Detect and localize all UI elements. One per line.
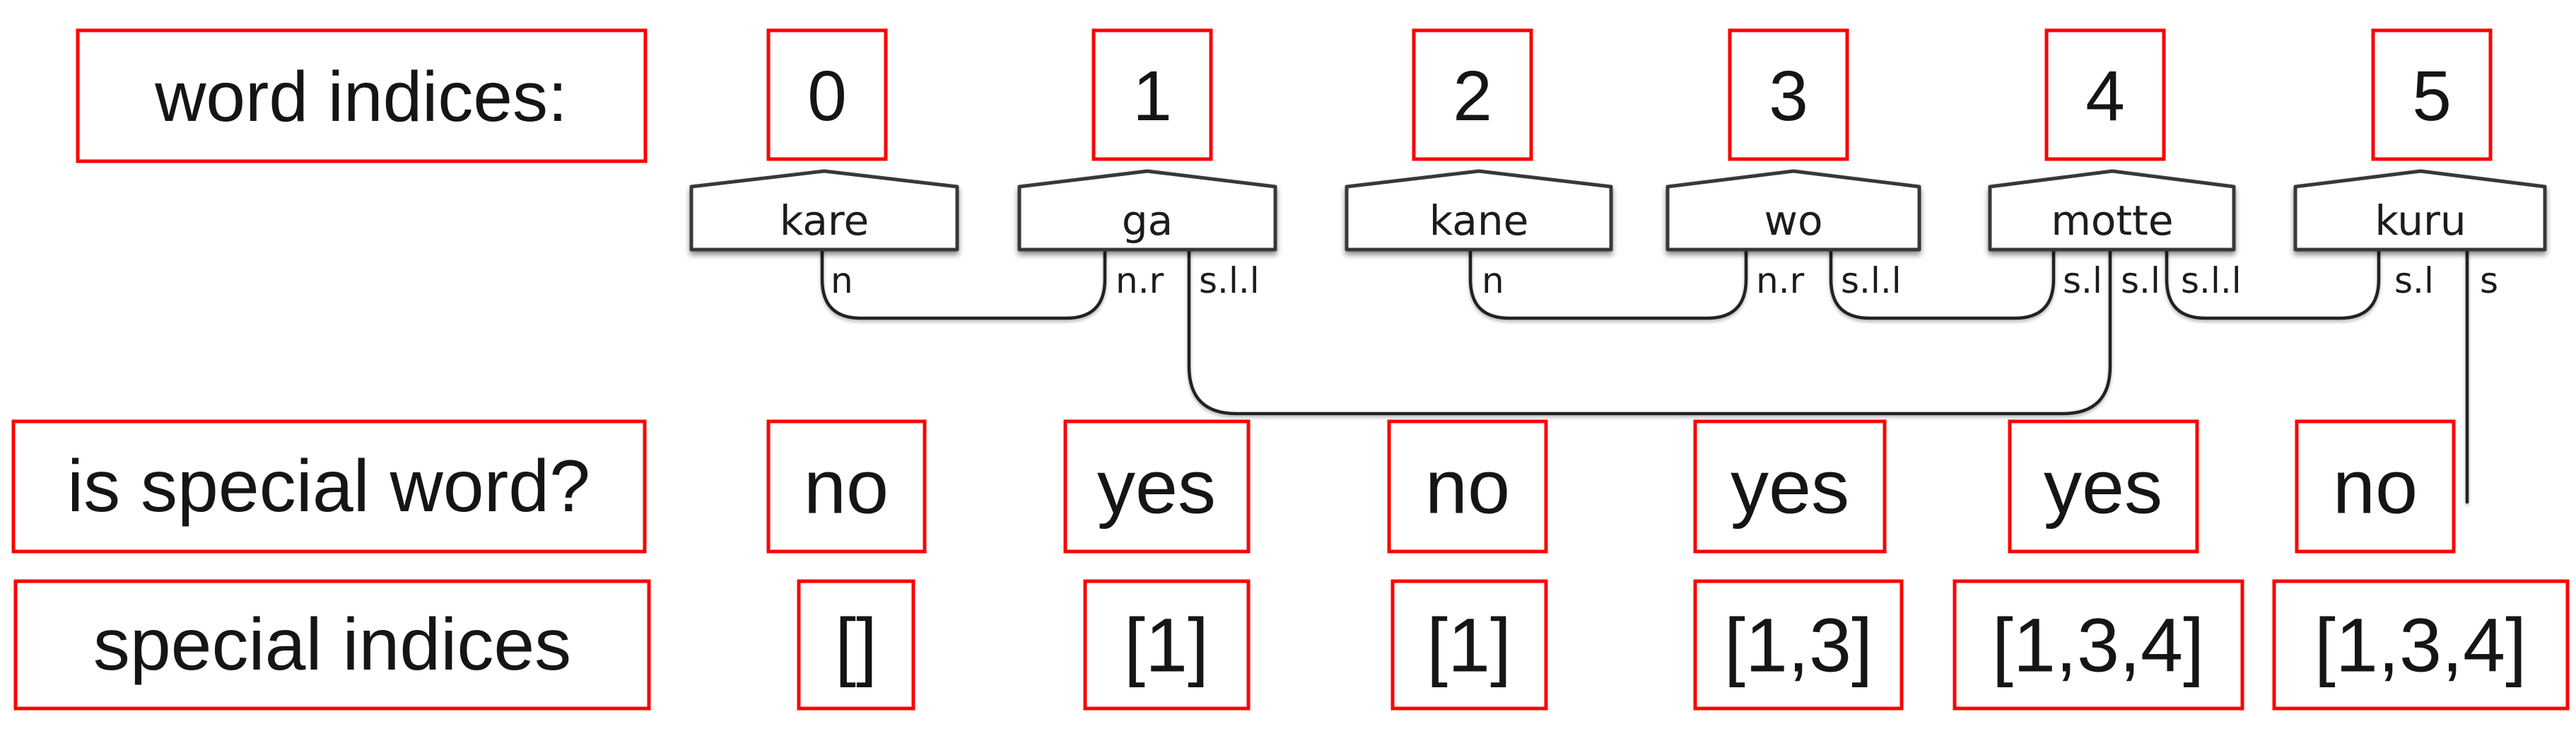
special-indices-box-5 [2272, 579, 2570, 711]
special-indices-value-4: [1,3,4] [1992, 602, 2204, 688]
word-ga: ga [1122, 197, 1173, 245]
slot-label-motte-sl-left: s.l [2063, 260, 2102, 301]
slot-label-motte-sl-mid: s.l [2121, 260, 2160, 301]
index-box-1 [1091, 28, 1213, 161]
slot-label-kare-n: n [831, 260, 853, 301]
slot-label-kuru-s: s [2480, 260, 2498, 301]
word-box-wo [1665, 169, 1921, 252]
special-word-label-box [11, 419, 647, 554]
slot-labels: n n.r s.l.l n n.r s.l.l s.l s.l s.l.l s.… [831, 260, 2498, 301]
word-box-kuru [2293, 169, 2547, 252]
arc-kane-wo [1468, 245, 1748, 320]
special-word-value-2: no [1425, 444, 1510, 530]
word-box-kane [1345, 169, 1613, 252]
special-word-box-5 [2295, 419, 2456, 554]
slot-label-motte-sll: s.l.l [2181, 260, 2242, 301]
word-box-motte [1988, 169, 2236, 252]
word-kuru: kuru [2375, 197, 2466, 245]
word-texts: kare ga kane wo motte kuru [780, 197, 2466, 245]
special-indices-box-0 [797, 579, 915, 711]
slot-label-ga-nr: n.r [1116, 260, 1164, 301]
special-indices-value-3: [1,3] [1724, 602, 1873, 688]
special-word-label: is special word? [67, 445, 590, 527]
special-word-row: is special word? no yes no yes yes no [11, 419, 2456, 554]
index-box-3 [1728, 28, 1849, 161]
slot-label-kane-n: n [1482, 260, 1504, 301]
word-box-ga [1017, 169, 1277, 252]
word-kane: kane [1429, 197, 1529, 245]
slot-label-wo-sll: s.l.l [1841, 260, 1902, 301]
index-value-0: 0 [807, 57, 847, 136]
index-box-2 [1412, 28, 1533, 161]
special-indices-box-2 [1391, 579, 1548, 711]
index-box-5 [2371, 28, 2493, 161]
special-word-value-3: yes [1731, 444, 1849, 530]
special-word-box-1 [1063, 419, 1251, 554]
special-word-value-4: yes [2044, 444, 2162, 530]
special-indices-label-box [13, 579, 651, 711]
arc-motte-kuru [2165, 245, 2381, 320]
special-indices-label: special indices [93, 604, 571, 686]
word-wo: wo [1764, 197, 1823, 245]
word-box-kare [689, 169, 959, 252]
special-word-box-2 [1387, 419, 1548, 554]
special-word-box-0 [766, 419, 927, 554]
special-word-value-5: no [2333, 444, 2418, 530]
special-word-box-3 [1693, 419, 1887, 554]
special-indices-value-0: [] [835, 602, 877, 688]
dependency-arcs [820, 245, 2469, 504]
slot-label-kuru-sl: s.l [2394, 260, 2434, 301]
word-boxes [689, 169, 2547, 252]
index-value-4: 4 [2085, 57, 2125, 136]
slot-label-wo-nr: n.r [1756, 260, 1805, 301]
special-word-box-4 [2008, 419, 2199, 554]
word-indices-label: word indices: [154, 57, 568, 136]
special-word-value-1: yes [1097, 444, 1216, 530]
index-box-0 [766, 28, 888, 161]
special-indices-value-5: [1,3,4] [2314, 602, 2527, 688]
special-indices-row: special indices [] [1] [1] [1,3] [1,3,4]… [13, 579, 2570, 711]
arc-ga-motte-long [1187, 245, 2112, 416]
special-indices-box-4 [1953, 579, 2244, 711]
special-word-value-0: no [804, 444, 889, 530]
index-value-3: 3 [1769, 57, 1808, 136]
arc-wo-motte [1829, 245, 2056, 320]
special-indices-box-3 [1693, 579, 1904, 711]
word-kare: kare [780, 197, 869, 245]
word-indices-label-box [76, 28, 648, 163]
word-motte: motte [2051, 197, 2173, 245]
index-value-1: 1 [1132, 57, 1172, 136]
special-indices-box-1 [1083, 579, 1251, 711]
special-indices-value-2: [1] [1427, 602, 1511, 688]
index-box-4 [2044, 28, 2166, 161]
arc-kare-ga [820, 245, 1107, 320]
slot-label-ga-sll: s.l.l [1199, 260, 1260, 301]
index-value-5: 5 [2412, 57, 2452, 136]
index-value-2: 2 [1453, 57, 1492, 136]
special-indices-value-1: [1] [1124, 602, 1209, 688]
word-indices-row: word indices: 0 1 2 3 4 5 [76, 28, 2493, 163]
